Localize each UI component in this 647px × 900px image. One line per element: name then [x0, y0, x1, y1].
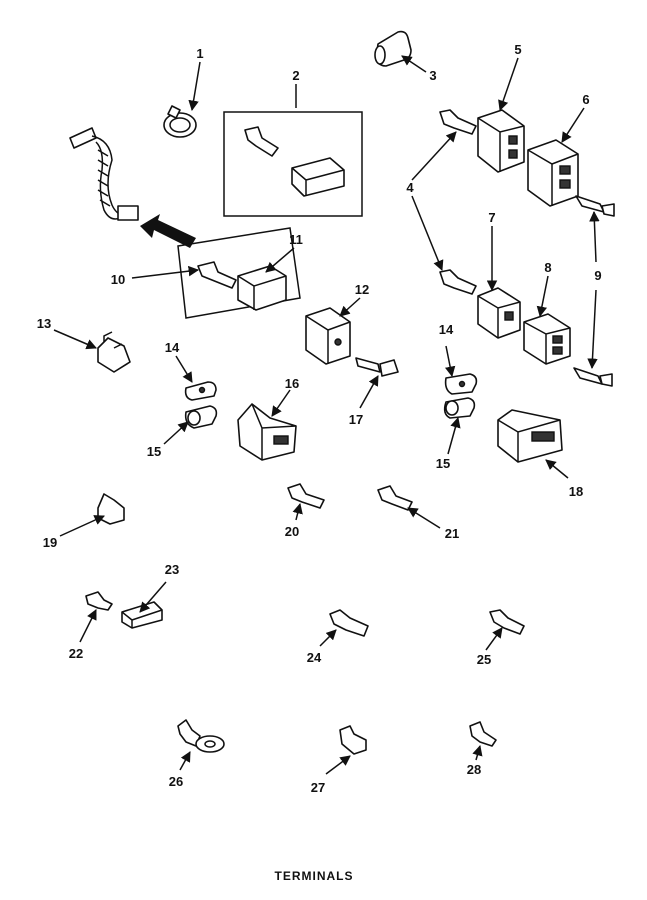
part-25-terminal [489, 609, 525, 635]
part-8-connector [523, 313, 571, 365]
callout-25: 25 [477, 652, 491, 667]
part-13-clip [97, 331, 131, 373]
callout-21: 21 [445, 526, 459, 541]
leader-lines [53, 55, 600, 775]
callout-7: 7 [488, 210, 495, 225]
callout-17: 17 [349, 412, 363, 427]
part-6-connector [527, 139, 579, 207]
part-2-kit [223, 111, 363, 217]
part-7-connector [477, 287, 521, 339]
part-10-11-panel [177, 227, 301, 319]
callout-10: 10 [111, 272, 125, 287]
part-22-terminal [85, 591, 113, 611]
part-12-connector [305, 307, 351, 365]
callout-11: 11 [289, 232, 303, 247]
callout-2: 2 [292, 68, 299, 83]
part-18-housing [497, 409, 563, 463]
part-17-pin [355, 357, 399, 377]
callout-19: 19 [43, 535, 57, 550]
part-23-insulator [121, 601, 163, 629]
part-20-terminal [287, 483, 325, 509]
callout-labels: 1 2 3 5 6 4 7 8 9 10 11 12 13 14 15 16 1… [37, 42, 602, 795]
part-14-terminal-right [444, 373, 478, 395]
callout-5: 5 [514, 42, 521, 57]
callout-6: 6 [582, 92, 589, 107]
part-4-terminal-lower [439, 269, 477, 295]
part-15-terminal-right [443, 397, 476, 419]
part-24-terminal [329, 609, 369, 637]
part-9-terminal-lower [573, 367, 613, 387]
part-15-terminal-left [184, 405, 218, 429]
callout-14-left: 14 [165, 340, 180, 355]
callout-13: 13 [37, 316, 51, 331]
callout-8: 8 [544, 260, 551, 275]
callout-4: 4 [406, 180, 414, 195]
part-3-splice [374, 30, 412, 67]
part-19-terminal [97, 493, 125, 525]
callout-14-right: 14 [439, 322, 454, 337]
part-26-ring-terminal [177, 719, 225, 753]
callout-28: 28 [467, 762, 481, 777]
callout-9: 9 [594, 268, 601, 283]
callout-12: 12 [355, 282, 369, 297]
wire-harness [69, 127, 139, 221]
harness-pointer-arrow [140, 214, 196, 248]
part-16-housing [237, 403, 297, 461]
part-5-connector [477, 109, 525, 173]
callout-23: 23 [165, 562, 179, 577]
callout-20: 20 [285, 524, 299, 539]
callout-24: 24 [307, 650, 322, 665]
callout-26: 26 [169, 774, 183, 789]
part-14-terminal-left [184, 381, 217, 401]
callout-22: 22 [69, 646, 83, 661]
part-1-clamp [163, 105, 197, 138]
callout-15-left: 15 [147, 444, 161, 459]
part-9-terminal-upper [575, 195, 615, 217]
callout-16: 16 [285, 376, 299, 391]
callout-15-right: 15 [436, 456, 450, 471]
part-4-terminal-upper [439, 109, 477, 135]
part-21-terminal [377, 485, 413, 511]
callout-1: 1 [196, 46, 203, 61]
callout-3: 3 [429, 68, 436, 83]
callout-18: 18 [569, 484, 583, 499]
part-27-terminal [339, 725, 367, 755]
callout-27: 27 [311, 780, 325, 795]
part-28-terminal [469, 721, 497, 747]
diagram-title: TERMINALS [275, 869, 354, 883]
